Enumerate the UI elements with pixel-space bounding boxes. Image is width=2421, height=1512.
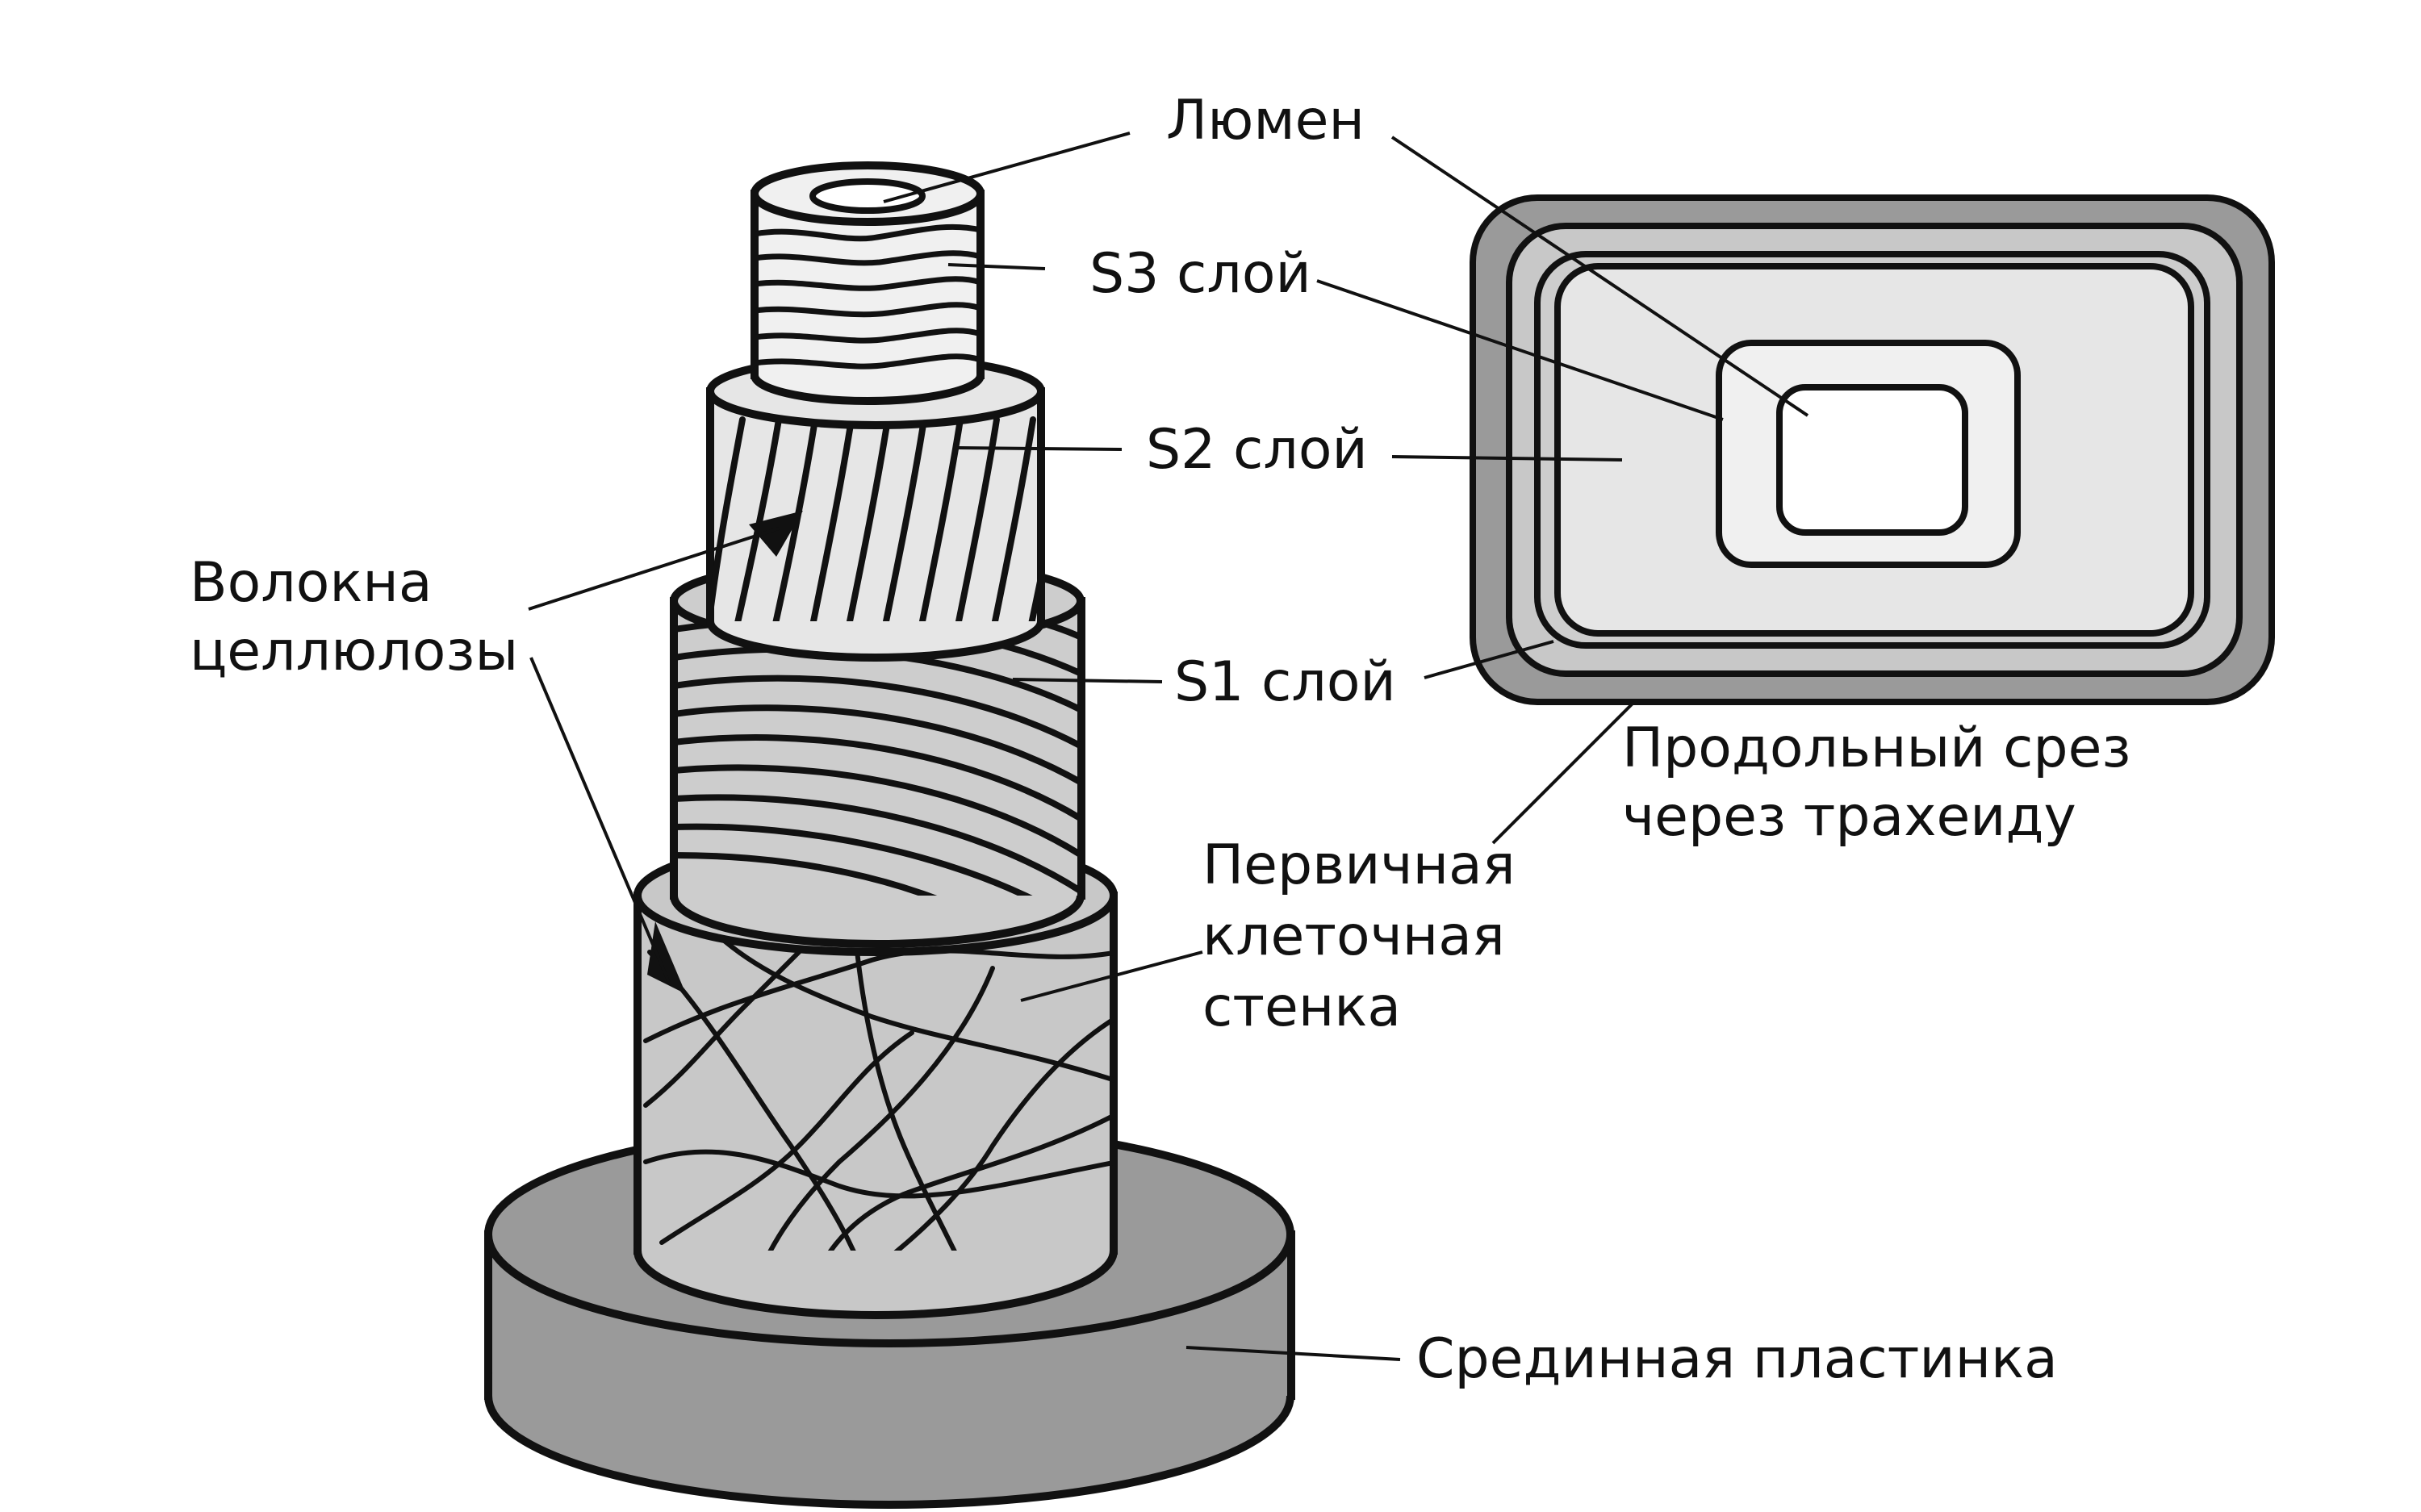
leader-primary-cylinder [1020,950,1203,1002]
leader-primary-section [1491,700,1636,845]
leader-s1-cylinder [1012,678,1163,683]
leader-fibers-s2 [528,527,780,611]
label-middle-lamella: Срединная пластинка [1416,1327,2058,1391]
label-primary-wall-line3: стенка [1202,975,1401,1039]
label-cellulose-fibers-line1: Волокна [190,551,433,615]
leader-lumen-cylinder [883,132,1131,203]
primary-wall-random-fibers [643,909,1114,1251]
label-section-line1: Продольный срез [1622,716,2131,780]
label-lumen: Люмен [1166,89,1365,152]
label-s1-layer: S1 слой [1174,650,1396,714]
leader-lines [528,132,1809,1361]
leader-s3-section [1316,279,1724,421]
layered-cylinder-model [484,161,1295,1509]
label-primary-wall-line2: клеточная [1202,904,1505,968]
label-s2-layer: S2 слой [1146,418,1368,482]
label-section-line2: через трахеиду [1622,785,2076,849]
section-lumen [1776,384,1968,536]
leader-s2-section [1391,455,1623,462]
label-cellulose-fibers-line2: целлюлозы [190,620,518,683]
label-primary-wall-line1: Первичная [1202,833,1516,897]
primary-wall-cylinder [633,835,1118,1319]
leader-s2-cylinder [955,446,1123,451]
fiber-arrow-primary [647,921,686,994]
leader-fibers-primary [529,657,671,985]
label-s3-layer: S3 слой [1089,242,1311,306]
leader-lumen-section [1390,136,1809,417]
leader-s3-cylinder [947,263,1046,270]
s3-layer-fibers [755,223,981,370]
leader-s1-section [1424,640,1554,679]
fiber-arrow-s2 [749,511,803,557]
s1-layer-cylinder [670,557,1085,948]
s3-layer-cylinder [751,161,985,405]
lumen-opening [809,178,926,214]
labels: Люмен S3 слой S2 слой S1 слой Волокна це… [190,89,2131,1391]
leader-middle-lamella [1185,1346,1401,1361]
